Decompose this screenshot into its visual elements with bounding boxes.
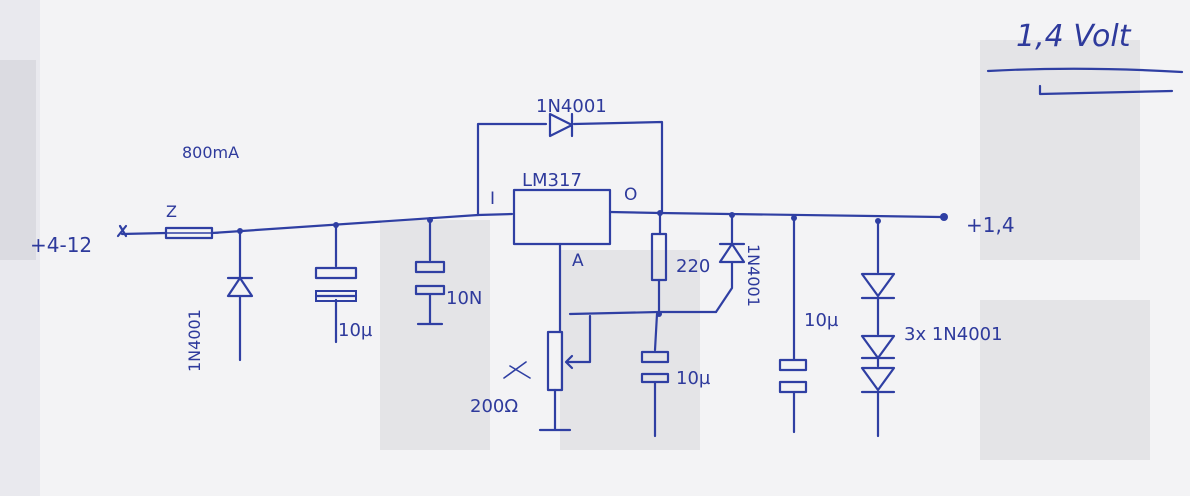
ceramic-cap-value-label: 10N [446,288,482,309]
adj-cap-value-label: 10µ [676,368,711,389]
input-electrolytic-cap-symbol [314,223,358,344]
cap-plate-hatched [315,290,357,302]
trimmer-value-label: 200Ω [470,396,518,417]
trimmer-arrow-icon [503,361,531,379]
output-terminal-icon [940,213,948,221]
trimmer-ground [538,388,572,432]
input-voltage-label: +4-12 [30,233,92,257]
bypass-wire [476,120,664,217]
title-underline [986,67,1184,74]
input-diode-symbol [226,229,254,362]
fuse-current-label: 800mA [182,143,239,162]
input-wire-1 [120,231,168,236]
input-diode-label: 1N4001 [185,309,204,372]
resistor-value-label: 220 [676,256,710,277]
input-cap-value-label: 10µ [338,320,373,341]
adj-cap-symbol [640,312,670,438]
pin-output-label: O [624,185,637,205]
adj-node-wire [568,310,718,316]
reverse-side-bleed [0,40,1150,460]
fuse-ref-label: Z [166,202,177,221]
output-cap-value-label: 10µ [804,310,839,331]
series-diodes-symbol [860,219,896,438]
output-cap-symbol [778,216,808,434]
pin-adj-label: A [572,251,584,271]
series-diodes-label: 3x 1N4001 [904,324,1003,345]
trimmer-wiper [564,314,592,370]
output-voltage-label: +1,4 [966,213,1015,237]
pin-input-label: I [490,189,495,209]
input-ceramic-cap-symbol [414,218,446,326]
regulator-label: LM317 [522,170,582,191]
output-diode-symbol [714,213,746,314]
title-label: 1,4 Volt [1016,19,1132,54]
bypass-diode-label: 1N4001 [536,96,607,117]
title-underline-2 [1038,84,1174,96]
paper-shadow-left [0,0,40,496]
output-diode-label: 1N4001 [744,244,763,307]
bypass-diode-symbol [548,112,574,138]
